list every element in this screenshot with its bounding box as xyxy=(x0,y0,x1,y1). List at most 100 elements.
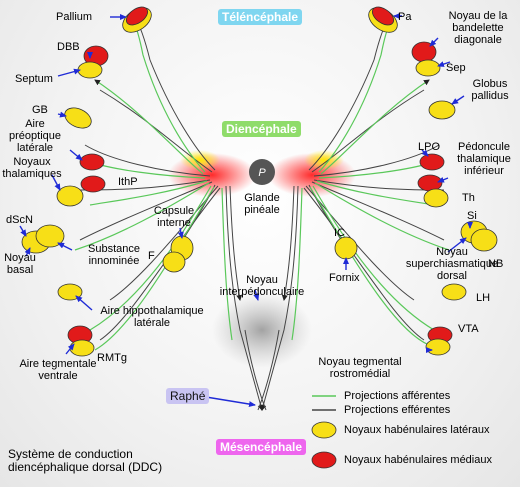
line: Noyau xyxy=(436,246,468,258)
label-lh: LH xyxy=(476,292,491,304)
line: diagonale xyxy=(454,34,502,46)
label-lpo: LPO xyxy=(418,141,441,153)
label-septum: Septum xyxy=(15,73,53,85)
label-ithp: IthP xyxy=(118,176,138,188)
line: basal xyxy=(6,264,34,276)
line: inférieur xyxy=(464,165,504,177)
label-dscn: dScN xyxy=(6,214,33,226)
nucleus-th xyxy=(417,174,449,208)
region-diencephale: Diencéphale xyxy=(222,121,301,137)
nucleus-dscn xyxy=(21,224,65,254)
label-noyaux-thalamiques: Noyaux thalamiques xyxy=(0,156,64,180)
line: Noyau xyxy=(246,274,278,286)
legend-lateraux: Noyaux habénulaires latéraux xyxy=(344,424,490,436)
label-capsule-interne: Capsule interne xyxy=(144,205,204,229)
line: interne xyxy=(157,217,191,229)
label-sep: Sep xyxy=(446,62,466,74)
line: Noyau xyxy=(4,252,36,264)
label-si: Si xyxy=(467,210,477,222)
line: latérale xyxy=(16,142,54,154)
label-dbb: DBB xyxy=(57,41,80,53)
nucleus-bandelette xyxy=(411,41,437,63)
line: interpédonculaire xyxy=(219,286,305,298)
pineal-gland xyxy=(249,159,275,185)
region-mesencephale: Mésencéphale xyxy=(216,439,307,455)
label-pedoncule: Pédoncule thalamique inférieur xyxy=(450,141,518,177)
nucleus-ic xyxy=(334,236,358,260)
line: bandelette xyxy=(452,22,504,34)
region-telencephale: Téléncéphale xyxy=(218,9,303,25)
line: Noyau tegmental xyxy=(318,356,402,368)
afferent-projections xyxy=(74,19,450,351)
pineal-symbol: P xyxy=(258,167,266,179)
line: pinéale xyxy=(244,204,280,216)
line: Capsule xyxy=(153,205,195,217)
line: Glande xyxy=(244,192,280,204)
nucleus-nb xyxy=(460,220,498,252)
legend-afferentes: Projections afférentes xyxy=(344,390,451,402)
label-vta: VTA xyxy=(458,323,479,335)
label-globus-pallidus: Globus pallidus xyxy=(462,78,518,102)
nucleus-globus-pallidus xyxy=(428,100,456,120)
nucleus-capsule xyxy=(162,235,194,273)
nucleus-septum xyxy=(77,45,109,79)
line: préoptique xyxy=(9,130,61,142)
line: pallidus xyxy=(471,90,509,102)
line: thalamique xyxy=(457,153,511,165)
legend-medial-swatch xyxy=(311,451,337,469)
nucleus-sep xyxy=(415,59,441,77)
label-noyau-tegmental: Noyau tegmental rostromédial xyxy=(308,356,412,380)
diagram-caption: Système de conduction diencéphalique dor… xyxy=(8,448,162,474)
label-noyau-interpedonculaire: Noyau interpédonculaire xyxy=(208,274,316,298)
line: rostromédial xyxy=(329,368,391,380)
line: superchiasmatique xyxy=(405,258,499,270)
line: Aire tegmentale xyxy=(19,358,97,370)
label-noyau-suprachiasmatique: Noyau superchiasmatique dorsal xyxy=(400,246,504,282)
pointer-arrows xyxy=(19,13,473,407)
nucleus-lh xyxy=(441,283,467,301)
caption-line: diencéphalique dorsal (DDC) xyxy=(8,460,163,474)
nucleus-vta xyxy=(425,326,453,356)
label-glande-pineale: Glande pinéale xyxy=(232,192,292,216)
label-aire-preoptique: Aire préoptique latérale xyxy=(0,118,70,154)
label-noyau-bandelette: Noyau de la bandelette diagonale xyxy=(440,10,516,46)
caption-line: Système de conduction xyxy=(8,447,133,461)
line: Aire hippothalamique xyxy=(100,305,204,317)
line: Aire xyxy=(25,118,45,130)
region-raphe: Raphé xyxy=(166,388,210,404)
nucleus-lpo xyxy=(419,153,445,171)
interpeduncular-region xyxy=(212,292,312,368)
label-th: Th xyxy=(462,192,475,204)
line: ventrale xyxy=(38,370,78,382)
line: Globus xyxy=(472,78,508,90)
legend-efferentes: Projections efférentes xyxy=(344,404,451,416)
label-noyau-basal: Noyau basal xyxy=(0,252,40,276)
legend-mediaux: Noyaux habénulaires médiaux xyxy=(344,454,492,466)
legend-lateral-swatch xyxy=(311,421,337,439)
line: latérale xyxy=(133,317,171,329)
label-fornix: Fornix xyxy=(329,272,360,284)
line: thalamiques xyxy=(2,168,62,180)
line: innominée xyxy=(88,255,140,267)
label-substance-innominee: Substance innominée xyxy=(72,243,156,267)
line: Noyaux xyxy=(13,156,51,168)
label-gb: GB xyxy=(32,104,48,116)
line: Noyau de la xyxy=(448,10,508,22)
line: dorsal xyxy=(437,270,467,282)
nucleus-lpo-left xyxy=(79,153,105,171)
nucleus-vta-left xyxy=(67,325,95,357)
label-nb: NB xyxy=(488,258,504,270)
label-pallium: Pallium xyxy=(56,11,93,23)
label-f: F xyxy=(148,250,155,262)
label-aire-tegmentale: Aire tegmentale ventrale xyxy=(14,358,102,382)
label-aire-hippothalamique: Aire hippothalamique latérale xyxy=(88,305,216,329)
nucleus-thalamic xyxy=(56,175,106,207)
nucleus-pallium xyxy=(122,6,152,33)
label-rmtg: RMTg xyxy=(97,352,127,364)
label-ic: IC xyxy=(334,227,345,239)
label-pa: Pa xyxy=(398,11,412,23)
nucleus-pa xyxy=(368,6,398,33)
line: Substance xyxy=(88,243,140,255)
